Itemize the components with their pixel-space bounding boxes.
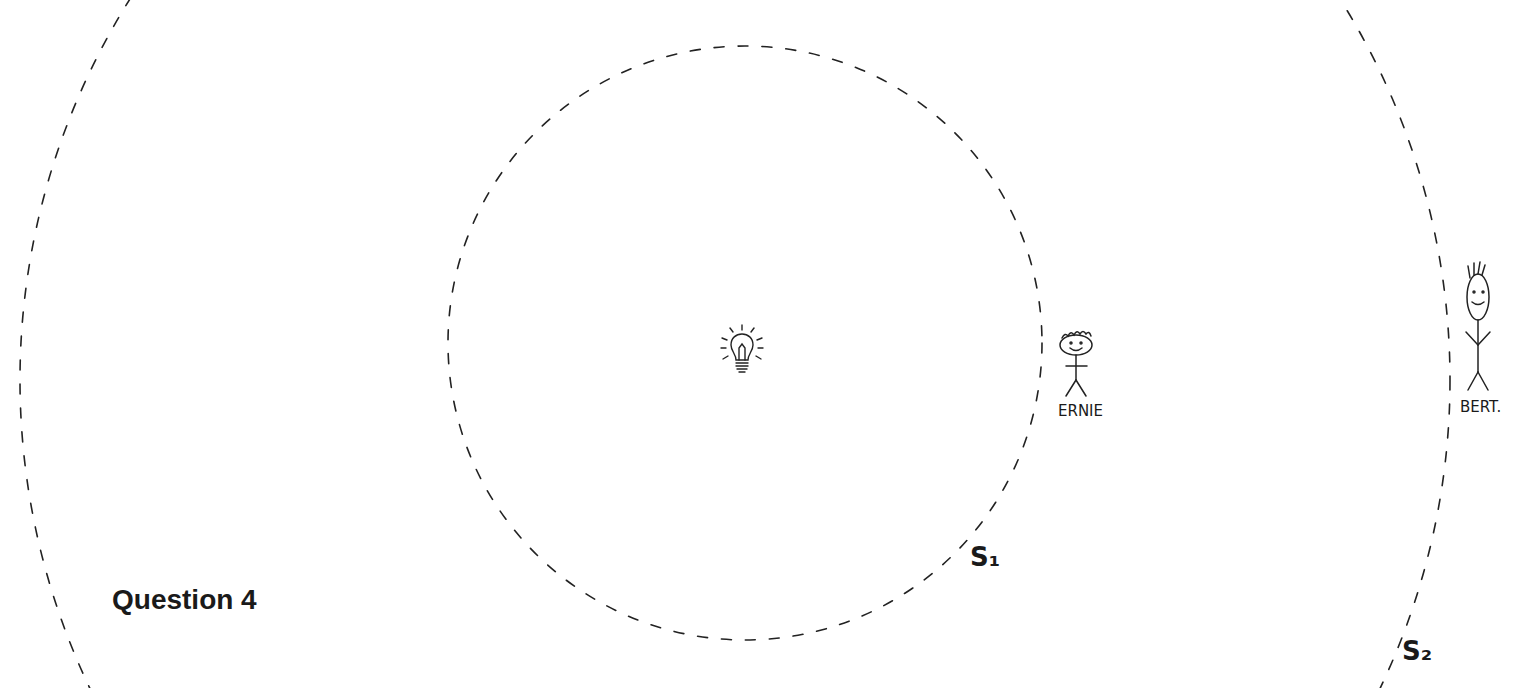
bert-figure [1466, 262, 1490, 390]
surface-label: S₁ [970, 542, 1000, 572]
ernie-figure [1060, 332, 1092, 397]
figure-label: ERNIE [1058, 402, 1103, 420]
question-title: Question 4 [112, 584, 257, 616]
light-bulb [721, 325, 763, 372]
figure-label: BERT. [1460, 398, 1501, 416]
surface-s1 [448, 46, 1042, 640]
surface-s2 [20, 0, 1450, 688]
surface-label: S₂ [1402, 636, 1432, 666]
